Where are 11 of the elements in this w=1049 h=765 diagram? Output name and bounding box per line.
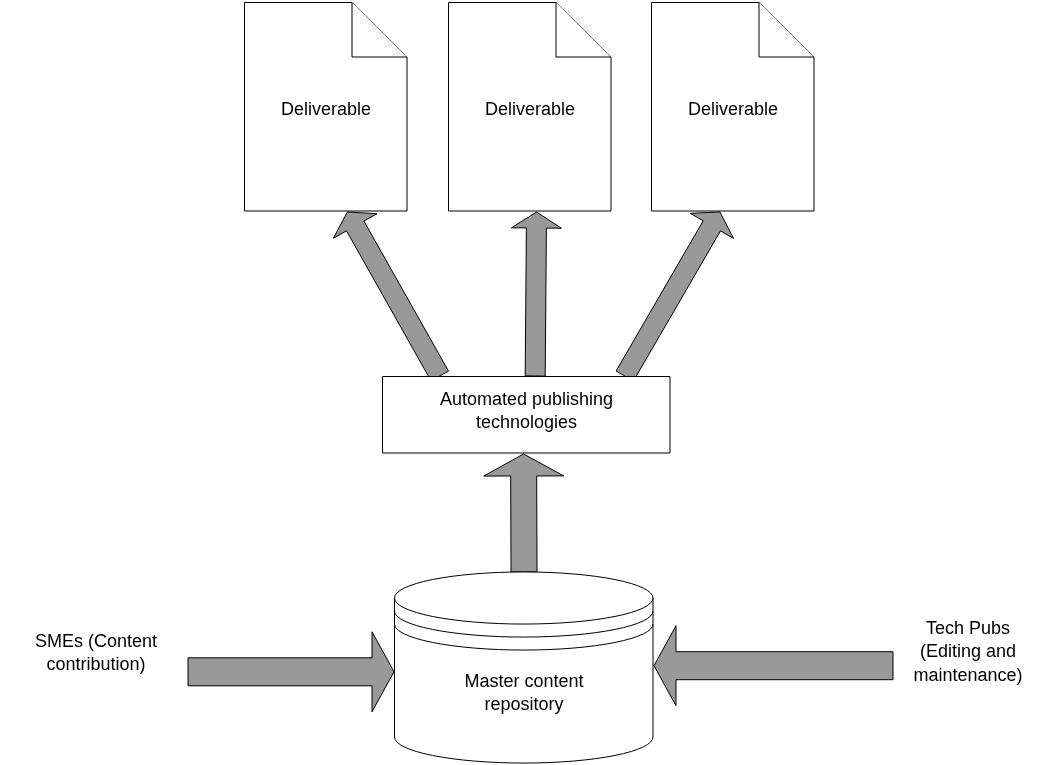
process-label: Automated publishing technologies <box>438 388 615 435</box>
document-title: Deliverable <box>483 98 576 121</box>
document-title: Deliverable <box>279 98 372 121</box>
block-arrow <box>510 211 562 377</box>
actor-label: Tech Pubs (Editing and maintenance) <box>912 617 1024 687</box>
block-arrow <box>187 631 395 713</box>
block-arrow <box>483 453 565 573</box>
repository-label: Master content repository <box>463 670 585 717</box>
document-title: Deliverable <box>686 98 779 121</box>
actor-label: SMEs (Content contribution) <box>33 630 158 677</box>
block-arrow <box>653 625 894 707</box>
